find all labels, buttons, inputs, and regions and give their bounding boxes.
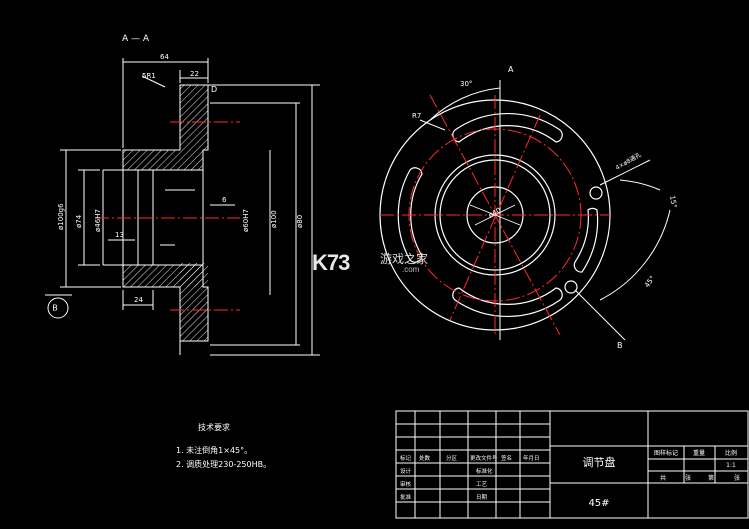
dim-angle-30: 30° <box>460 80 472 88</box>
hole-2 <box>564 280 578 294</box>
notes: 技术要求 1. 未注倒角1×45°。 2. 调质处理230-250HB。 <box>176 422 271 469</box>
row-count: 处数 <box>419 454 431 462</box>
dim-dia46h7: ø46H7 <box>94 209 102 232</box>
row-std: 标准化 <box>476 467 493 475</box>
row-approve: 批准 <box>400 493 412 501</box>
dim-r1: 5R1 <box>142 72 156 80</box>
part-name: 调节盘 <box>583 455 616 469</box>
label-d: D <box>211 85 217 94</box>
dim-dia100: ø100 <box>270 210 278 228</box>
dim-holes: 4×ø8通孔 <box>614 151 643 172</box>
notes-line1: 1. 未注倒角1×45°。 <box>176 445 252 455</box>
section-view <box>45 58 320 356</box>
section-label: A — A <box>122 34 150 44</box>
scale-value: 1:1 <box>726 462 736 469</box>
title-block-texts: 调节盘 45# 图样标记 重量 比例 1:1 共 张 第 张 标记 处数 分区 … <box>400 449 740 509</box>
watermark-cn: 游戏之家 <box>380 252 429 266</box>
material: 45# <box>588 498 609 509</box>
front-view <box>379 80 671 341</box>
row-date: 年月日 <box>523 454 540 462</box>
dim-dia80: ø80 <box>296 215 304 228</box>
dim-angle-15: 15° <box>668 195 678 209</box>
dim-angle-45: 45° <box>643 274 657 289</box>
dim-64: 64 <box>160 53 169 61</box>
slot-right <box>573 207 599 273</box>
view-label-b: B <box>617 341 623 350</box>
dim-dia100g6: ø100g6 <box>57 203 65 230</box>
dim-r7: R7 <box>412 112 421 120</box>
col-marking: 图样标记 <box>654 449 678 457</box>
slot-bottom <box>452 287 563 318</box>
dim-24: 24 <box>134 296 143 304</box>
dim-dia74: ø74 <box>75 214 83 228</box>
slot-left <box>397 167 423 263</box>
section-centerlines <box>95 121 240 311</box>
sheet-2: 张 <box>685 474 691 482</box>
section-texts: A — A 64 22 5R1 D 24 6 13 B ø100g6 ø74 ø… <box>52 34 304 313</box>
watermark-url: .com <box>402 265 420 274</box>
col-scale: 比例 <box>725 449 737 457</box>
sheet-1: 共 <box>660 474 666 482</box>
row-check: 审核 <box>400 480 412 488</box>
row-design: 设计 <box>400 467 412 475</box>
dim-6: 6 <box>222 196 227 204</box>
slot-top <box>452 112 563 143</box>
center-hatch-lines <box>469 204 521 226</box>
watermark: K73 游戏之家 .com <box>312 250 428 276</box>
row-sign: 签名 <box>501 454 512 462</box>
dim-dia60h7: ø60H7 <box>242 209 250 232</box>
row-doc: 更改文件号 <box>470 454 498 462</box>
notes-line2: 2. 调质处理230-250HB。 <box>176 459 271 469</box>
row-date2: 日期 <box>476 494 488 501</box>
datum-b: B <box>52 304 58 313</box>
notes-title: 技术要求 <box>198 422 230 432</box>
sheet-4: 张 <box>734 474 740 482</box>
title-block-grid <box>395 410 749 519</box>
col-weight: 重量 <box>693 449 705 457</box>
view-label-a: A <box>508 65 514 74</box>
watermark-logo: K73 <box>312 250 350 275</box>
hole-1 <box>589 186 603 200</box>
dim-22: 22 <box>190 70 199 78</box>
row-craft: 工艺 <box>476 481 488 488</box>
row-zone: 分区 <box>446 454 458 462</box>
sheet-3: 第 <box>708 474 714 482</box>
dim-13: 13 <box>115 231 124 239</box>
row-mark: 标记 <box>400 454 412 462</box>
